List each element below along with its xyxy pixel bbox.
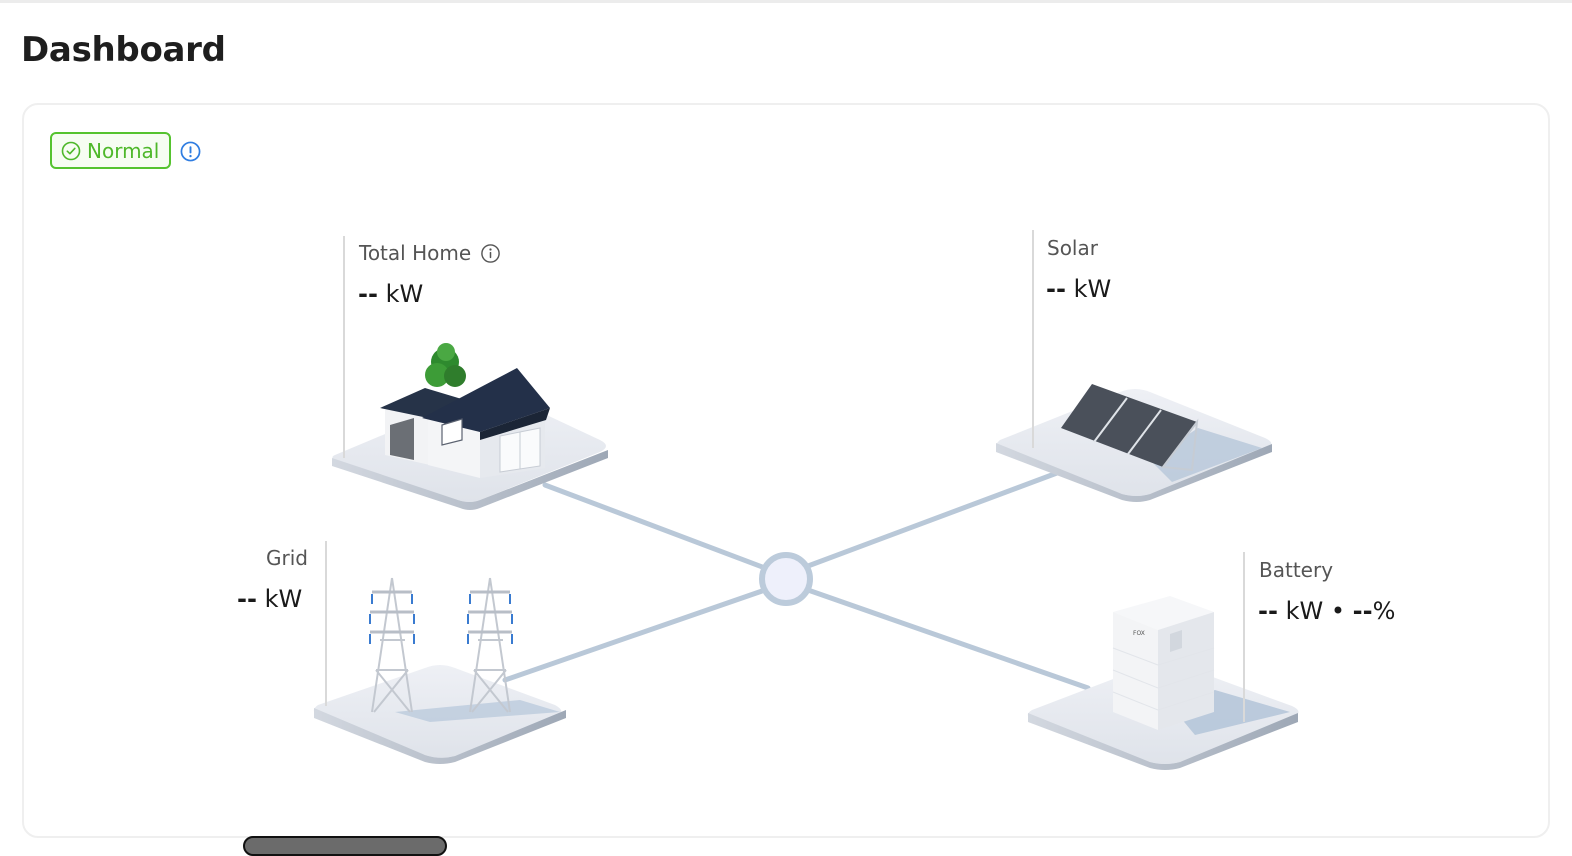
battery-leader-line bbox=[1243, 552, 1245, 722]
house-icon bbox=[332, 343, 608, 510]
home-info-icon[interactable] bbox=[480, 243, 501, 264]
info-circle-icon[interactable] bbox=[180, 141, 201, 162]
flow-line-solar bbox=[805, 467, 1068, 569]
scrollbar-handle[interactable] bbox=[243, 836, 447, 856]
flow-lines bbox=[502, 467, 1091, 691]
solar-label: Solar bbox=[1047, 236, 1098, 260]
home-leader-line bbox=[343, 236, 345, 458]
battery-separator: • bbox=[1330, 597, 1345, 625]
grid-value: -- bbox=[237, 585, 257, 613]
grid-power-value: -- kW bbox=[237, 585, 302, 613]
battery-unit: kW bbox=[1285, 597, 1324, 625]
grid-unit: kW bbox=[264, 585, 303, 613]
battery-power-value: -- kW • --% bbox=[1258, 597, 1395, 625]
status-label: Normal bbox=[87, 138, 160, 163]
solar-leader-line bbox=[1032, 230, 1034, 448]
battery-brand-mark: FOX bbox=[1133, 630, 1145, 637]
grid-label: Grid bbox=[266, 546, 308, 570]
battery-soc-value: -- bbox=[1352, 597, 1373, 625]
page-title: Dashboard bbox=[21, 30, 226, 70]
battery-soc-unit: % bbox=[1372, 597, 1396, 625]
battery-label: Battery bbox=[1259, 558, 1334, 582]
home-value: -- bbox=[358, 280, 378, 308]
battery-cabinet-icon: FOX bbox=[1027, 596, 1299, 770]
home-label-text: Total Home bbox=[359, 241, 472, 265]
solar-value: -- bbox=[1046, 275, 1066, 303]
grid-leader-line bbox=[325, 541, 327, 706]
solar-panel-icon bbox=[996, 384, 1272, 502]
status-badge[interactable]: Normal bbox=[50, 132, 172, 169]
top-divider bbox=[0, 0, 1572, 3]
home-power-value: -- kW bbox=[358, 280, 423, 308]
solar-unit: kW bbox=[1073, 275, 1112, 303]
check-circle-icon bbox=[61, 141, 81, 160]
flow-line-battery bbox=[805, 587, 1091, 691]
home-label: Total Home bbox=[359, 241, 471, 265]
solar-power-value: -- kW bbox=[1046, 275, 1111, 303]
flow-line-home bbox=[542, 482, 768, 571]
battery-value: -- bbox=[1258, 597, 1278, 625]
power-tower-icon bbox=[313, 577, 566, 764]
home-unit: kW bbox=[385, 280, 424, 308]
flow-hub bbox=[759, 552, 813, 606]
flow-line-grid bbox=[502, 587, 768, 683]
